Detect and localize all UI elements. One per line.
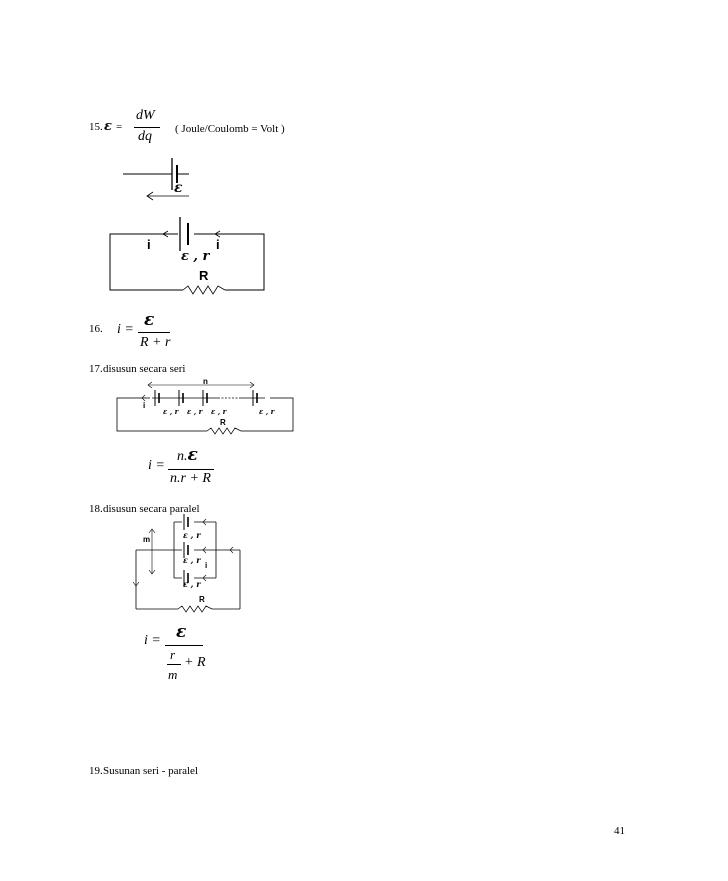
item-15-denominator: dq [138,129,152,144]
item-16-numerator: ε [144,310,155,330]
series-i-label: i [143,401,146,410]
diagram2-current-left: i [147,237,151,252]
series-formula-numerator: n.ε [177,445,198,465]
series-resistor-label: R [220,418,226,427]
parallel-cell-label-3: ε , r [183,579,201,589]
parallel-formula-numerator: ε [176,622,187,642]
diagram1-emf-label: ε [174,180,183,196]
series-cell-label-4: ε , r [259,407,275,416]
diagram2-current-right: i [216,237,220,252]
parallel-cell-label-2: ε , r [183,555,201,565]
item-17-number: 17. [89,363,103,375]
page-number: 41 [614,825,625,837]
series-cell-label-3: ε , r [211,407,227,416]
parallel-formula-plus-r: + R [184,655,206,670]
item-16-number: 16. [89,323,103,335]
diagram2-resistor-label: R [199,268,209,283]
parallel-formula-sub-denominator: m [168,667,178,682]
parallel-m-label: m [143,535,151,544]
series-cell-label-1: ε , r [163,407,179,416]
item-18-label: disusun secara paralel [103,503,200,515]
item-15-equals: = [116,121,123,133]
series-n-label: n [203,377,208,386]
parallel-resistor-label: R [199,595,205,604]
parallel-i-label: i [205,561,208,570]
series-formula-fraction-bar [168,469,214,470]
item-16-lhs: i = [117,322,134,337]
diagram2-emf-r: ε , r [181,249,210,264]
item-16-fraction-bar [138,332,170,333]
series-formula-denominator: n.r + R [170,471,211,486]
simple-circuit-diagram [109,217,265,295]
item-16-denominator: R + r [140,335,171,350]
series-circuit-diagram [116,381,294,435]
parallel-formula-lhs: i = [144,633,161,648]
item-15-unit-note: ( Joule/Coulomb = Volt ) [175,123,285,135]
item-15-numerator: dW [136,108,155,123]
parallel-formula-sub-numerator: r [170,647,176,662]
series-formula-lhs: i = [148,458,165,473]
emf-battery-diagram [123,158,189,201]
item-17-label: disusun secara seri [103,363,186,375]
item-15-fraction-bar [134,127,160,128]
parallel-circuit-diagram [132,514,241,613]
parallel-formula-sub-fraction-bar [167,664,181,665]
parallel-formula-fraction-bar [165,645,203,646]
parallel-cell-label-1: ε , r [183,530,201,540]
series-cell-label-2: ε , r [187,407,203,416]
item-19-label: Susunan seri - paralel [103,765,198,777]
item-15-number: 15. [89,121,103,133]
item-18-number: 18. [89,503,103,515]
item-15-epsilon: ε [104,119,112,134]
item-19-number: 19. [89,765,103,777]
